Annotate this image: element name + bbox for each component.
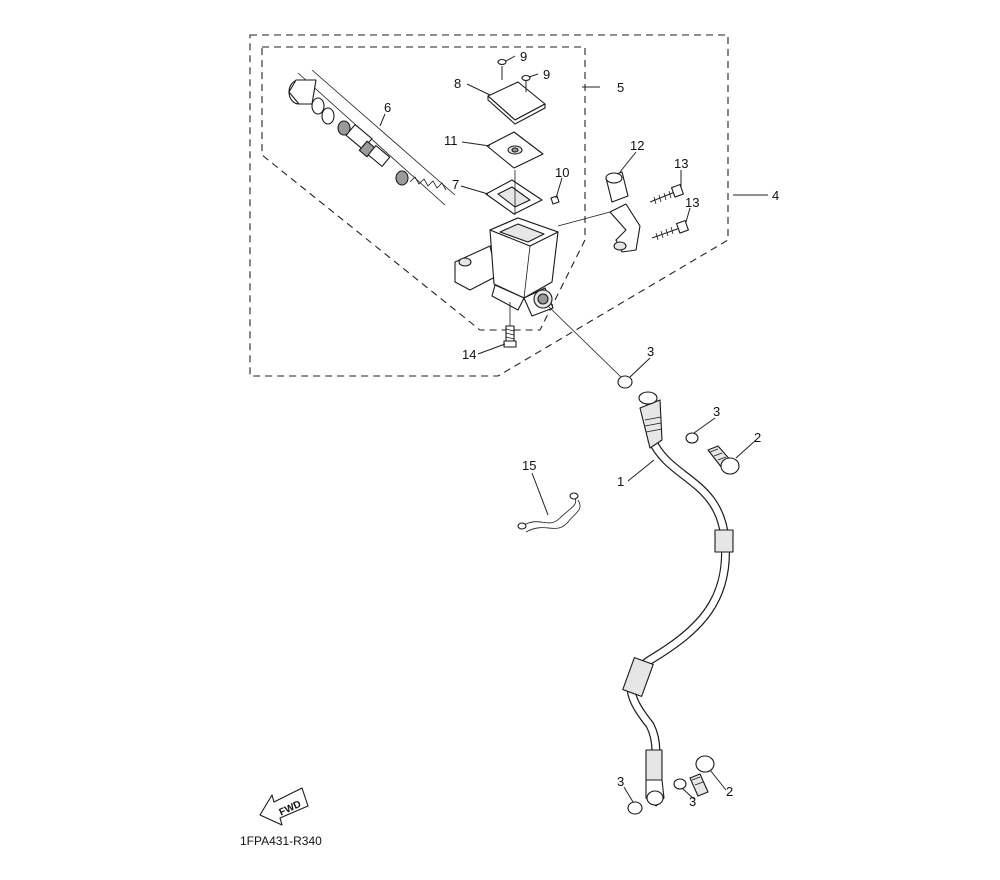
- callout-7: 7: [452, 177, 459, 192]
- washer-3b: [685, 432, 699, 444]
- leader-lines: [379, 55, 768, 803]
- callout-6: 6: [384, 100, 391, 115]
- callout-12: 12: [630, 138, 644, 153]
- washer-3a: [617, 375, 633, 389]
- callout-15: 15: [522, 458, 536, 473]
- diaphragm-plate: [485, 179, 543, 215]
- bleed-bolt-14: [503, 325, 517, 348]
- callout-2b: 2: [726, 784, 733, 799]
- callout-13a: 13: [674, 156, 688, 171]
- bolt-13a: [649, 184, 684, 205]
- fwd-arrow-icon: FWD: [259, 787, 309, 826]
- assembly-boundary-outer: [249, 34, 729, 377]
- callout-4: 4: [772, 188, 779, 203]
- brake-hose: [622, 391, 734, 807]
- reservoir-cover: [487, 81, 546, 125]
- callout-3d: 3: [689, 794, 696, 809]
- assembly-boundary-inner: [261, 46, 586, 331]
- callout-5: 5: [617, 80, 624, 95]
- hose-clamp-15: [517, 492, 581, 533]
- leader-holder-axis: [557, 211, 611, 227]
- piston-kit: [288, 69, 456, 206]
- union-bolt-2a: [707, 445, 740, 475]
- callout-1: 1: [617, 474, 624, 489]
- union-bolt-2b: [689, 755, 715, 797]
- callout-3c: 3: [617, 774, 624, 789]
- callout-11: 11: [444, 133, 458, 148]
- clip-10: [550, 195, 560, 205]
- screw-9a: [497, 58, 507, 80]
- diaphragm: [486, 131, 544, 169]
- callout-2a: 2: [754, 430, 761, 445]
- callout-14: 14: [462, 347, 476, 362]
- screw-9b: [521, 74, 531, 92]
- holder-12: [605, 171, 641, 253]
- callout-8: 8: [454, 76, 461, 91]
- drawing-code: 1FPA431-R340: [240, 834, 322, 848]
- callout-3b: 3: [713, 404, 720, 419]
- callout-3a: 3: [647, 344, 654, 359]
- bolt-13b: [651, 220, 689, 241]
- callout-9b: 9: [543, 67, 550, 82]
- washer-3d: [673, 778, 687, 790]
- callout-10: 10: [555, 165, 569, 180]
- washer-3c: [627, 801, 643, 815]
- outlet-axis: [547, 305, 623, 379]
- callout-9a: 9: [520, 49, 527, 64]
- master-cylinder-body: [454, 217, 559, 317]
- callout-13b: 13: [685, 195, 699, 210]
